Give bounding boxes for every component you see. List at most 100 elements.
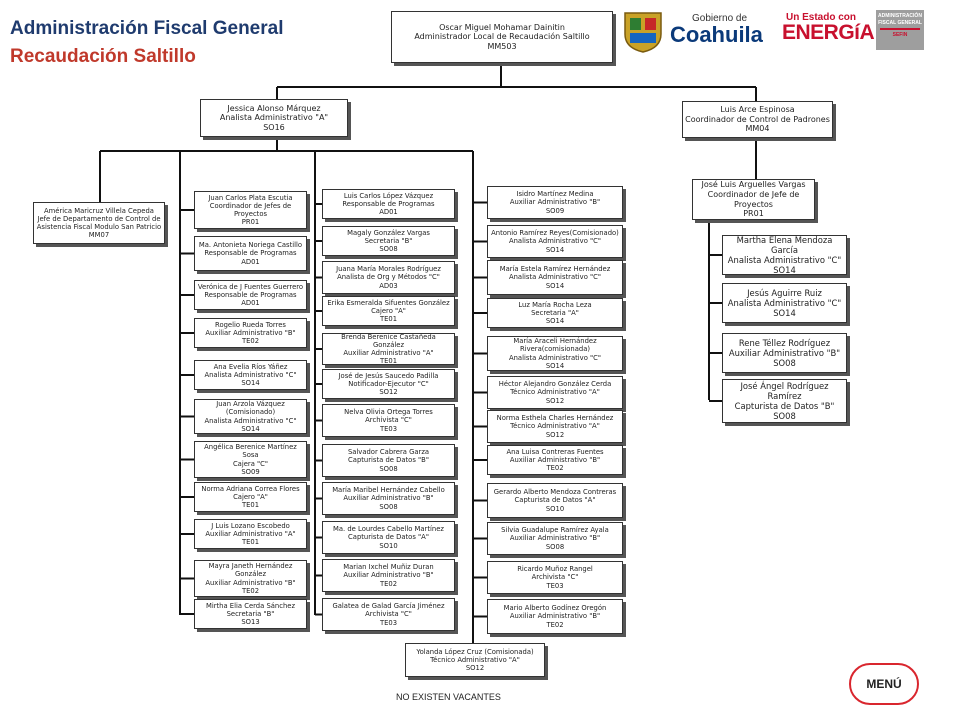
org-box-line: Martha Elena Mendoza García (736, 235, 833, 255)
org-box-line: J Luis Lozano Escobedo (211, 521, 290, 530)
org-box-line: José de Jesús Saucedo Padilla (338, 371, 439, 380)
org-box-line: Técnico Administrativo "A" (430, 655, 520, 664)
org-box-line: Cajero "A" (371, 306, 406, 315)
org-box-line: SO14 (773, 308, 796, 319)
org-box-line: MM503 (487, 41, 517, 51)
org-box-line: Brenda Berenice Castañeda (341, 333, 436, 341)
footer-note: NO EXISTEN VACANTES (396, 692, 501, 702)
org-box-line: SO14 (241, 379, 260, 388)
org-box-line: Proyectos (734, 199, 773, 209)
org-box-line: Ma. de Lourdes Cabello Martínez (333, 525, 444, 534)
org-box-line: Analista Administrativo "C" (508, 353, 602, 362)
org-box-line: Administrador Local de Recaudación Salti… (414, 32, 590, 42)
org-box-line: SO08 (773, 411, 796, 422)
org-box-line: Erika Esmeralda Sifuentes González (327, 298, 450, 307)
org-box-line: Mirtha Elia Cerda Sánchez (205, 601, 296, 610)
org-box-line: TE03 (379, 424, 398, 433)
org-box-line: Asistencia Fiscal Modulo San Patricio (36, 223, 162, 231)
org-box-line: Auxiliar Administrativo "B" (509, 455, 601, 464)
org-box-line: SO08 (379, 464, 398, 473)
org-box-line: Responsable de Programas (204, 290, 297, 299)
org-box-line: SO08 (379, 502, 398, 511)
org-box-line: Notificador-Ejecutor "C" (348, 379, 429, 388)
org-box-line: Auxiliar Administrativo "B" (205, 328, 296, 337)
org-box-line: Rogelio Rueda Torres (215, 320, 286, 329)
org-box-line: AD03 (379, 281, 398, 290)
org-box-line: Norma Adriana Correa Flores (201, 484, 300, 493)
org-box-line: SO14 (241, 424, 260, 433)
org-box-line: Antonio Ramírez Reyes(Comisionado) (491, 229, 619, 238)
org-box-col4-1: Antonio Ramírez Reyes(Comisionado)Analis… (487, 225, 623, 258)
org-box-line: AD01 (241, 299, 260, 308)
menu-button[interactable]: MENÚ (849, 663, 919, 705)
org-box-line: Cajero "A" (233, 492, 268, 501)
org-box-line: Auxiliar Administrativo "B" (509, 534, 601, 543)
org-box-line: Silvia Guadalupe Ramírez Ayala (501, 526, 609, 535)
org-box-line: SO16 (263, 122, 285, 132)
coahuila-shield-logo (622, 10, 664, 54)
org-box-line: SO09 (241, 467, 260, 476)
org-box-line: Rene Téllez Rodríguez (738, 337, 831, 348)
org-box-line: Juana María Morales Rodríguez (336, 265, 441, 274)
org-box-line: MM04 (745, 124, 770, 134)
org-box-line: Capturista de Datos "B" (348, 456, 429, 465)
org-box-line: Luis Carlos López Vázquez (343, 191, 434, 200)
org-box-line: Responsable de Programas (342, 199, 435, 208)
org-box-line: Mario Alberto Godínez Oregón (503, 604, 607, 613)
org-box-line: Analista Administrativo "C" (508, 237, 602, 246)
gobierno-coahuila-logo: Gobierno de Coahuila (670, 13, 763, 47)
org-box-line: SO08 (545, 542, 565, 551)
org-box-line: Auxiliar Administrativo "A" (205, 529, 296, 538)
org-box-line: SO10 (379, 541, 398, 550)
org-box-line: Secretaria "A" (531, 308, 579, 317)
org-box-line: Verónica de J Fuentes Guerrero (197, 282, 304, 291)
org-box-line: Técnico Administrativo "A" (510, 388, 600, 397)
org-box-line: José Luis Arguelles Vargas (701, 180, 806, 190)
org-box-line: Ana Luisa Contreras Fuentes (506, 447, 604, 456)
org-box-line: Jefe de Departamento de Control de (37, 214, 161, 223)
org-box-line: Juan Arzola Vázquez (216, 400, 285, 409)
org-box-line: Coordinador de Control de Padrones (685, 114, 830, 124)
org-box-line: Angélica Berenice Martínez (204, 443, 297, 452)
org-box-line: Salvador Cabrera Garza (347, 448, 430, 457)
org-box-col2-5: Juan Arzola Vázquez(Comisionado)Analista… (194, 399, 307, 434)
org-box-line: Galatea de Galad García Jiménez (332, 602, 445, 611)
org-box-line: María Estela Ramírez Hernández (499, 265, 611, 274)
org-box-line: María Araceli Hernández (513, 337, 597, 346)
org-box-line: Auxiliar Administrativo "A" (343, 349, 434, 357)
org-box-line: Analista Administrativo "C" (727, 255, 842, 265)
org-box-line: Auxiliar Administrativo "B" (728, 347, 841, 358)
org-box-line: Isidro Martínez Medina (516, 190, 594, 199)
org-box-line: SO12 (545, 430, 565, 439)
org-box-line: Capturista de Datos "A" (514, 496, 596, 505)
org-box-line: Analista Administrativo "C" (204, 416, 297, 425)
org-box-line: TE02 (241, 586, 260, 595)
org-box-line: SO12 (545, 396, 565, 405)
org-box-line: González (234, 570, 267, 579)
